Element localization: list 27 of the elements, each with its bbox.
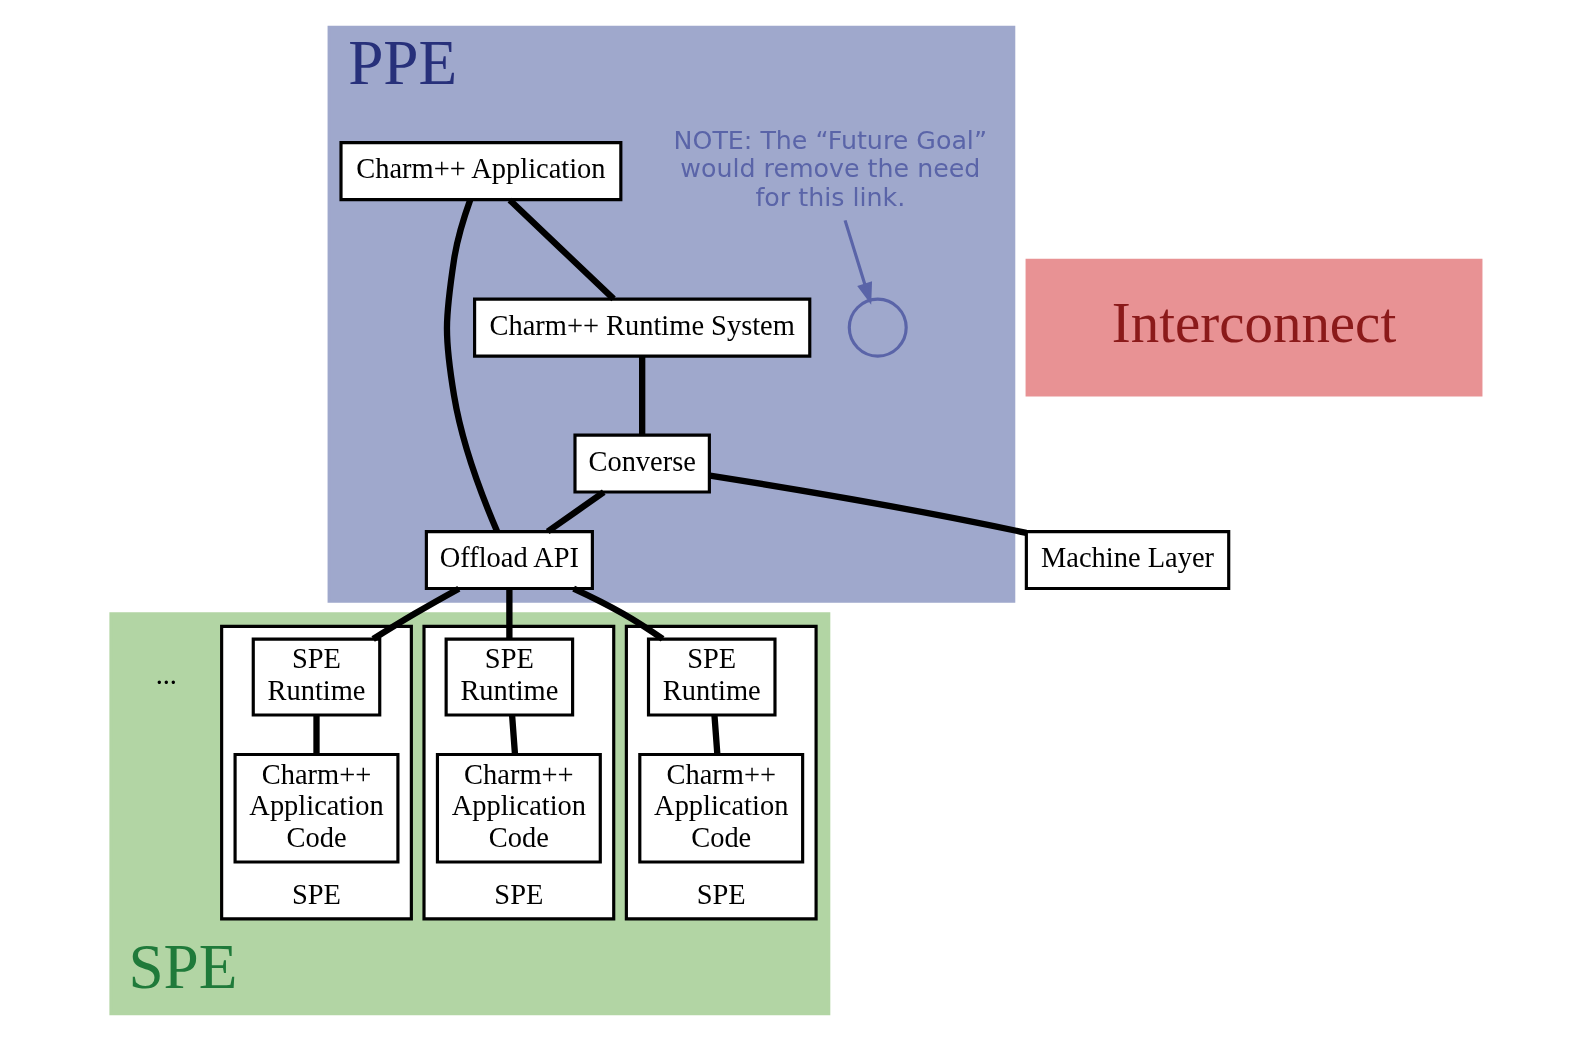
node-box: Charm++ Application — [338, 141, 622, 202]
connector — [443, 198, 500, 533]
node-box: SPE Runtime — [646, 637, 777, 717]
connector — [638, 356, 645, 435]
connector — [508, 715, 518, 755]
node-box: Charm++ Application Code — [233, 752, 399, 864]
connector — [312, 715, 320, 755]
node-box: Converse — [572, 433, 711, 494]
connector — [709, 472, 1027, 536]
node-box: SPE Runtime — [251, 637, 381, 717]
node-text: NOTE: The “Future Goal” would remove the need for this link. — [673, 125, 987, 212]
node-circle — [847, 297, 908, 358]
node-box: Machine Layer — [1024, 530, 1230, 591]
connector — [710, 715, 720, 755]
connector — [545, 489, 606, 535]
node-box: Charm++ Application Code — [435, 752, 602, 864]
label: ... — [155, 658, 177, 690]
connector — [571, 585, 664, 642]
node-box: SPE Runtime — [444, 637, 574, 717]
node-box: Charm++ Runtime System — [472, 297, 811, 358]
connector — [505, 588, 513, 639]
node-box: Charm++ Application Code — [637, 752, 804, 864]
node-box: Interconnect — [1025, 258, 1482, 397]
connector — [507, 197, 616, 302]
connector — [371, 585, 460, 642]
node-box: Offload API — [424, 530, 594, 591]
arrow — [843, 219, 872, 305]
